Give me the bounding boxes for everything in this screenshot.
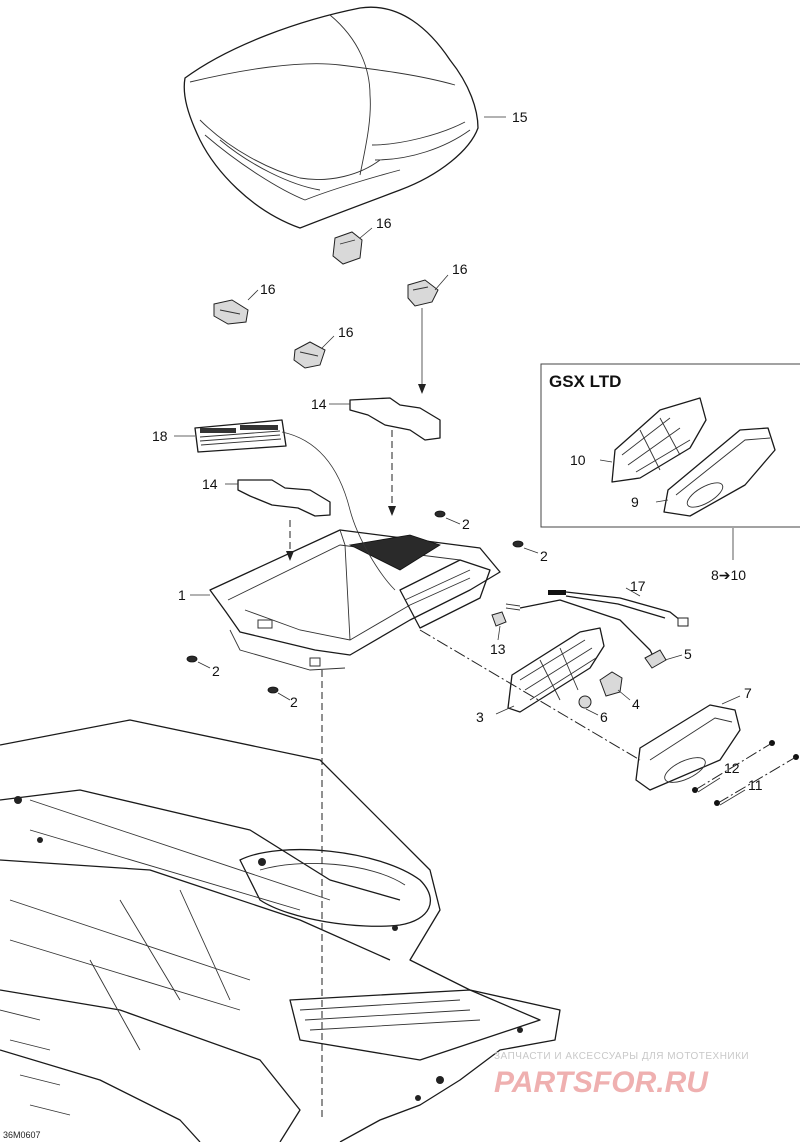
taillight-housing-part-3	[507, 627, 605, 713]
callout-14-lower: 14	[202, 476, 218, 492]
callout-9: 9	[631, 494, 639, 510]
callout-7: 7	[744, 685, 752, 701]
callout-10: 10	[570, 452, 586, 468]
callout-16-right: 16	[452, 261, 468, 277]
seat-part-15	[183, 6, 479, 229]
callout-12: 12	[724, 760, 740, 776]
bulb-part-6	[578, 695, 592, 709]
wiring-harness-part-17	[519, 590, 689, 661]
watermark: ЗАПЧАСТИ И АКСЕССУАРЫ ДЛЯ МОТОТЕХНИКИ PA…	[494, 1051, 749, 1099]
watermark-tagline: ЗАПЧАСТИ И АКСЕССУАРЫ ДЛЯ МОТОТЕХНИКИ	[494, 1051, 749, 1062]
callout-17: 17	[630, 578, 646, 594]
clip-part-16-right	[407, 279, 439, 307]
clip-part-16-top	[332, 231, 363, 265]
callout-1: 1	[178, 587, 186, 603]
callout-6: 6	[600, 709, 608, 725]
rear-tray-part-1	[209, 529, 501, 671]
callout-13: 13	[490, 641, 506, 657]
connector-part-13	[491, 603, 521, 627]
screw-part-2-a	[434, 510, 446, 518]
callout-16-top: 16	[376, 215, 392, 231]
callout-2-b: 2	[540, 548, 548, 564]
callout-18: 18	[152, 428, 168, 444]
vehicle-frame	[0, 719, 561, 1142]
gsx-ltd-variant-box	[540, 363, 800, 528]
callout-3: 3	[476, 709, 484, 725]
connector-part-5	[644, 649, 667, 669]
callout-2-a: 2	[462, 516, 470, 532]
screw-part-2-d	[267, 686, 279, 694]
gsx-ltd-title: GSX LTD	[549, 372, 621, 391]
callout-2-d: 2	[290, 694, 298, 710]
screw-part-2-b	[512, 540, 524, 548]
clip-part-16-middle	[293, 341, 326, 369]
callout-8-10: 8➔10	[711, 567, 746, 583]
callout-4: 4	[632, 696, 640, 712]
leader-lines	[174, 116, 797, 1120]
lens-part-7	[635, 704, 741, 791]
callout-14-upper: 14	[311, 396, 327, 412]
callout-15: 15	[512, 109, 528, 125]
callout-16-middle: 16	[338, 324, 354, 340]
clip-part-16-left	[213, 299, 249, 325]
document-number: 36M0607	[3, 1130, 41, 1140]
callout-5: 5	[684, 646, 692, 662]
screw-part-2-c	[186, 655, 198, 663]
socket-part-4	[599, 671, 623, 697]
taillight-housing-part-10	[611, 397, 707, 483]
callout-11: 11	[748, 777, 763, 793]
lens-part-9	[663, 427, 776, 517]
callout-2-c: 2	[212, 663, 220, 679]
pad-part-14-upper	[349, 397, 441, 441]
callout-labels: 15 16 16 16 16 14 14 18 1 2 2 2 2 17 13 …	[152, 109, 763, 793]
watermark-logo: PARTSFOR.RU	[494, 1066, 709, 1099]
callout-16-left: 16	[260, 281, 276, 297]
label-part-18	[194, 419, 287, 453]
pad-part-14-lower	[237, 479, 331, 517]
